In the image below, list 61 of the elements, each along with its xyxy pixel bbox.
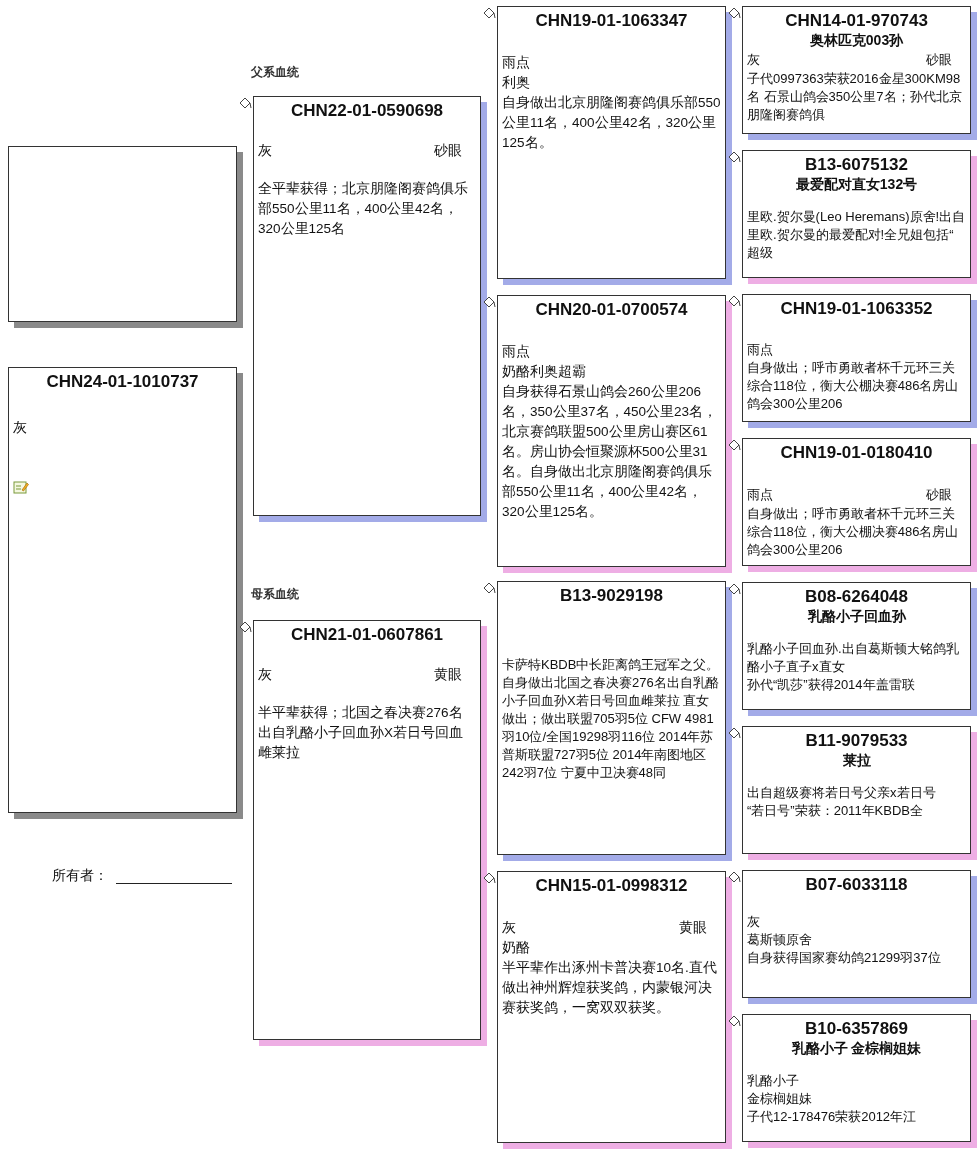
pedigree-text: 子代0997363荣获2016金星300KM98名 石景山鸽会350公里7名；孙代北京朋隆阁赛鸽俱 <box>747 70 963 124</box>
pedigree-text: 全平辈获得；北京朋隆阁赛鸽俱乐部550公里11名，400公里42名，320公里125名 <box>258 180 469 238</box>
ring-number: B10-6357869 <box>804 1019 909 1039</box>
pedigree-text: 自身做出；呼市勇敢者杯千元环三关综合118位，衡大公棚决赛486名房山鸽会300公里206 <box>747 505 960 559</box>
pedigree-text: 金棕榈姐妹 <box>747 1090 813 1108</box>
color-text: 灰 <box>258 666 272 684</box>
color-text: 灰 <box>258 142 272 160</box>
pedigree-text: “若日号”荣获：2011年KBDB全 <box>747 802 924 820</box>
ring-number: CHN19-01-1063352 <box>779 299 934 319</box>
ring-number: CHN20-01-0700574 <box>534 300 689 320</box>
pedigree-text: 半平辈作出涿州卡普决赛10名.直代做出神州辉煌获奖鸽，内蒙银河决赛获奖鸽，一窝双双获奖。 <box>502 959 718 1017</box>
pedigree-text: 子代12-178476荣获2012年江 <box>747 1108 918 1126</box>
pedigree-text: 半平辈获得；北国之春决赛276名出自乳酪小子回血孙X若日号回血雌莱拉 <box>258 704 464 762</box>
pedigree-text: 灰 <box>13 419 28 437</box>
color-text: 灰 <box>502 919 516 937</box>
pedigree-text: 雨点 <box>502 54 531 72</box>
ring-number: B07-6033118 <box>804 875 909 895</box>
pedigree-text: 奶酪 <box>502 939 531 957</box>
ring-number: CHN15-01-0998312 <box>534 876 689 896</box>
pedigree-text: 葛斯顿原舍 <box>747 931 813 949</box>
ring-number: B13-6075132 <box>804 155 909 175</box>
section-heading: 母系血统 <box>251 586 299 603</box>
pedigree-text: 孙代“凯莎”获得2014年盖雷联 <box>747 676 916 694</box>
eye-text: 砂眼 <box>926 486 952 504</box>
pedigree-text: 出自超级赛将若日号父亲x若日号 <box>747 784 937 802</box>
pedigree-text: 雨点 <box>747 341 774 359</box>
color-text: 雨点 <box>747 486 773 504</box>
pigeon-name: 乳酪小子回血孙 <box>806 607 907 626</box>
eye-text: 砂眼 <box>434 142 462 160</box>
ring-number: CHN14-01-970743 <box>784 11 929 31</box>
ring-number: CHN19-01-1063347 <box>534 11 689 31</box>
ring-number: B11-9079533 <box>804 731 909 751</box>
pedigree-text: 乳酪小子回血孙.出自葛斯顿大铭鸽乳酪小子直子x直女 <box>747 640 960 676</box>
pedigree-text: 卡萨特KBDB中长距离鸽王冠军之父。 <box>502 656 721 674</box>
color-text: 灰 <box>747 51 760 69</box>
pedigree-text: 乳酪小子 <box>747 1072 800 1090</box>
pigeon-name: 奥林匹克003孙 <box>808 31 905 50</box>
ring-number: CHN24-01-1010737 <box>45 372 200 392</box>
pedigree-text: 自身做出北国之春决赛276名出自乳酪小子回血孙X若日号回血雌莱拉 直女做出；做出联盟705羽5位 CFW 4981羽10位/全国19298羽116位 2014年苏普斯联盟727羽5位 2014年南图地区242羽7位 宁夏中卫决赛48同 <box>502 674 720 782</box>
section-heading: 父系血统 <box>251 64 299 81</box>
pigeon-name: 最爱配对直女132号 <box>794 175 919 194</box>
ring-number: CHN21-01-0607861 <box>289 625 445 645</box>
eye-text: 黄眼 <box>679 919 707 937</box>
ring-number: CHN19-01-0180410 <box>779 443 934 463</box>
pedigree-text: 自身获得石景山鸽会260公里206名，350公里37名，450公里23名，北京赛鸽联盟500公里房山赛区61名。房山协会恒聚源杯500公里31名。自身做出北京朋隆阁赛鸽俱乐部550公里11名，400公里42名，320公里125名。 <box>502 383 719 521</box>
pedigree-text: 自身做出；呼市勇敢者杯千元环三关综合118位，衡大公棚决赛486名房山鸽会300公里206 <box>747 359 960 413</box>
pedigree-text: 灰 <box>747 913 761 931</box>
ring-number: B08-6264048 <box>804 587 909 607</box>
ring-number: CHN22-01-0590698 <box>289 101 445 121</box>
pedigree-text: 自身获得国家赛幼鸽21299羽37位 <box>747 949 942 967</box>
pigeon-name: 莱拉 <box>841 751 872 770</box>
eye-text: 砂眼 <box>926 51 952 69</box>
pedigree-text: 自身做出北京朋隆阁赛鸽俱乐部550公里11名，400公里42名，320公里125名。 <box>502 94 721 152</box>
pedigree-text: 利奥 <box>502 74 531 92</box>
pigeon-name: 乳酪小子 金棕榈姐妹 <box>790 1039 923 1058</box>
eye-text: 黄眼 <box>434 666 462 684</box>
pedigree-text: 里欧.贺尔曼(Leo Heremans)原舍!出自里欧.贺尔曼的最爱配对!全兄姐包括“ 超级 <box>747 208 966 262</box>
pedigree-text: 雨点 <box>502 343 531 361</box>
pedigree-text: 奶酪利奥超霸 <box>502 363 587 381</box>
owner-label: 所有者： <box>52 867 108 885</box>
ring-number: B13-9029198 <box>559 586 664 606</box>
